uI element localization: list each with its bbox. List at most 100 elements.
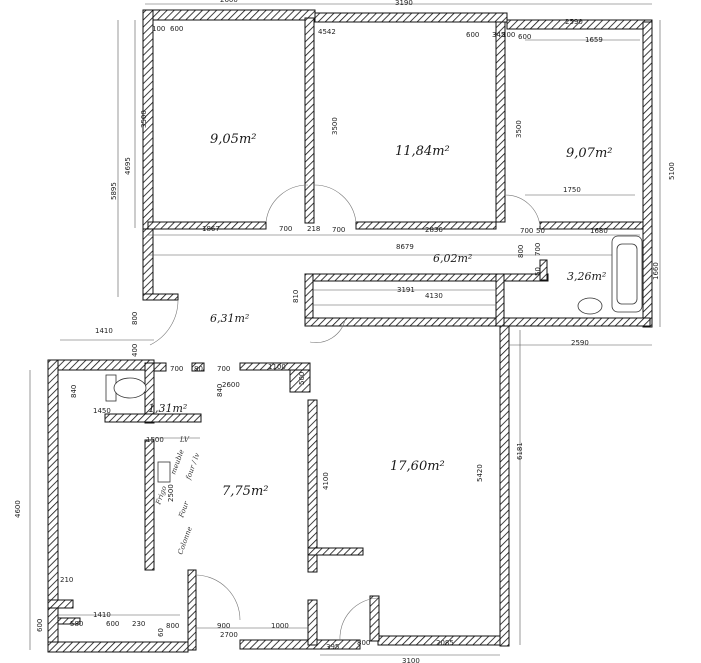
wall-living-left-stub (369, 595, 380, 642)
room-area-kitchen: 7,75m² (222, 484, 268, 499)
dim-3500a: 3500 (140, 110, 148, 128)
note-four2: Four (177, 500, 191, 520)
dim-400: 400 (131, 344, 139, 357)
wall-hall-bottom-stub (142, 293, 179, 301)
dim-3191: 3191 (397, 286, 415, 294)
dim-218: 218 (307, 225, 320, 233)
dim-2600: 2600 (222, 381, 240, 389)
dim-700c: 700 (520, 227, 533, 235)
dim-5420: 5420 (476, 464, 484, 482)
wall-corridor-inner-right (495, 273, 505, 327)
wall-wc-bottom (104, 413, 202, 423)
wall-kitchen-door-stub (187, 569, 197, 651)
wall-bath-left (539, 259, 548, 281)
dim-50b: 50 (534, 267, 542, 276)
wall-right (642, 21, 653, 328)
wall-lower-bottom-mid (239, 639, 361, 650)
room-area-corridor: 6,02m² (433, 252, 472, 265)
dim-1750: 1750 (563, 186, 581, 194)
dim-230: 230 (132, 620, 145, 628)
room-area-wc: 1,31m² (148, 402, 187, 415)
note-four: four / lv (184, 452, 201, 482)
dim-345: 345 (492, 31, 505, 39)
dim-1410a: 1410 (95, 327, 113, 335)
dim-2590: 2590 (571, 339, 589, 347)
room-area-bedroom-3: 9,07m² (566, 146, 612, 161)
dim-60: 60 (157, 628, 165, 637)
wall-kitchen-cabinet (289, 369, 311, 393)
dim-900: 900 (217, 622, 230, 630)
dim-8679: 8679 (396, 243, 414, 251)
room-area-bedroom-2: 11,84m² (395, 144, 450, 159)
dim-5895: 5895 (110, 182, 118, 200)
bathroom-sink (577, 297, 603, 315)
wall-bed1-bottom (147, 221, 267, 230)
dim-700d: 700 (534, 243, 542, 256)
wall-living-left-lower (307, 599, 318, 646)
wall-hall-left (142, 228, 154, 298)
dim-840a: 840 (70, 385, 78, 398)
walls (47, 9, 653, 653)
dim-800a: 800 (517, 245, 525, 258)
dim-700b: 700 (332, 226, 345, 234)
wall-corridor-inner-top (304, 273, 549, 282)
dim-500: 500 (298, 372, 306, 385)
dim-1660: 1660 (652, 262, 660, 280)
dim-600a: 600 (170, 25, 183, 33)
wall-kitchen-top-2 (191, 362, 205, 372)
dim-5100: 5100 (668, 162, 676, 180)
wall-kitchen-right (307, 399, 318, 573)
dim-700a: 700 (279, 225, 292, 233)
dim-4542: 4542 (318, 28, 336, 36)
wall-lower-bottom-left (47, 641, 189, 653)
note-lv: LV (179, 436, 190, 444)
wall-wc-right (144, 362, 155, 424)
dim-3500c: 3500 (515, 120, 523, 138)
kitchen-notes: LV meuble four / lv Frigo Four Colonne (154, 436, 201, 556)
dim-2085: 2085 (436, 639, 454, 647)
dim-top-mid: 3190 (395, 0, 413, 7)
dim-1680: 1680 (590, 227, 608, 235)
room-labels: 9,05m² 11,84m² 9,07m² 6,02m² 3,26m² 6,31… (148, 132, 612, 499)
dim-1100: 1100 (268, 363, 286, 371)
dim-700e: 700 (170, 365, 183, 373)
dim-395: 395 (326, 643, 339, 651)
wall-kitchen-top (153, 362, 167, 372)
dimension-lines (29, 3, 661, 656)
wall-top-mid (314, 12, 508, 23)
dim-2700: 2700 (220, 631, 238, 639)
note-meuble: meuble (169, 448, 185, 475)
dim-1410b: 1410 (93, 611, 111, 619)
dim-600c: 600 (518, 33, 531, 41)
dim-600b: 600 (466, 31, 479, 39)
dim-100b: 100 (502, 31, 515, 39)
dim-800d: 800 (357, 639, 370, 647)
dim-2500: 2500 (167, 484, 175, 502)
dim-4130: 4130 (425, 292, 443, 300)
dim-2836: 2836 (425, 226, 443, 234)
note-colonne: Colonne (176, 526, 194, 556)
room-area-bedroom-1: 9,05m² (210, 132, 256, 147)
dim-580: 580 (70, 620, 83, 628)
dim-600e: 600 (36, 619, 44, 632)
dim-840b: 840 (216, 384, 224, 397)
dim-top-right: 2590 (565, 18, 583, 26)
room-area-bathroom: 3,26m² (567, 270, 606, 283)
wall-kitchen-top-3 (239, 362, 311, 371)
wall-bed2-bottom (355, 221, 497, 230)
wall-living-right (499, 325, 510, 647)
dim-1867: 1867 (202, 225, 220, 233)
wall-top-left (144, 9, 316, 21)
toilet-bowl (113, 377, 147, 399)
dim-80: 80 (194, 365, 203, 373)
bathtub-inner (616, 243, 638, 305)
wall-wc-bottom-small (47, 599, 74, 609)
dim-3100: 3100 (402, 657, 420, 663)
wall-partition-1 (304, 17, 315, 224)
dim-800c: 800 (166, 622, 179, 630)
wall-entry-stub (57, 617, 81, 625)
kitchen-sink (157, 461, 171, 483)
dim-4695: 4695 (124, 157, 132, 175)
dim-1659: 1659 (585, 36, 603, 44)
dim-1450: 1450 (93, 407, 111, 415)
